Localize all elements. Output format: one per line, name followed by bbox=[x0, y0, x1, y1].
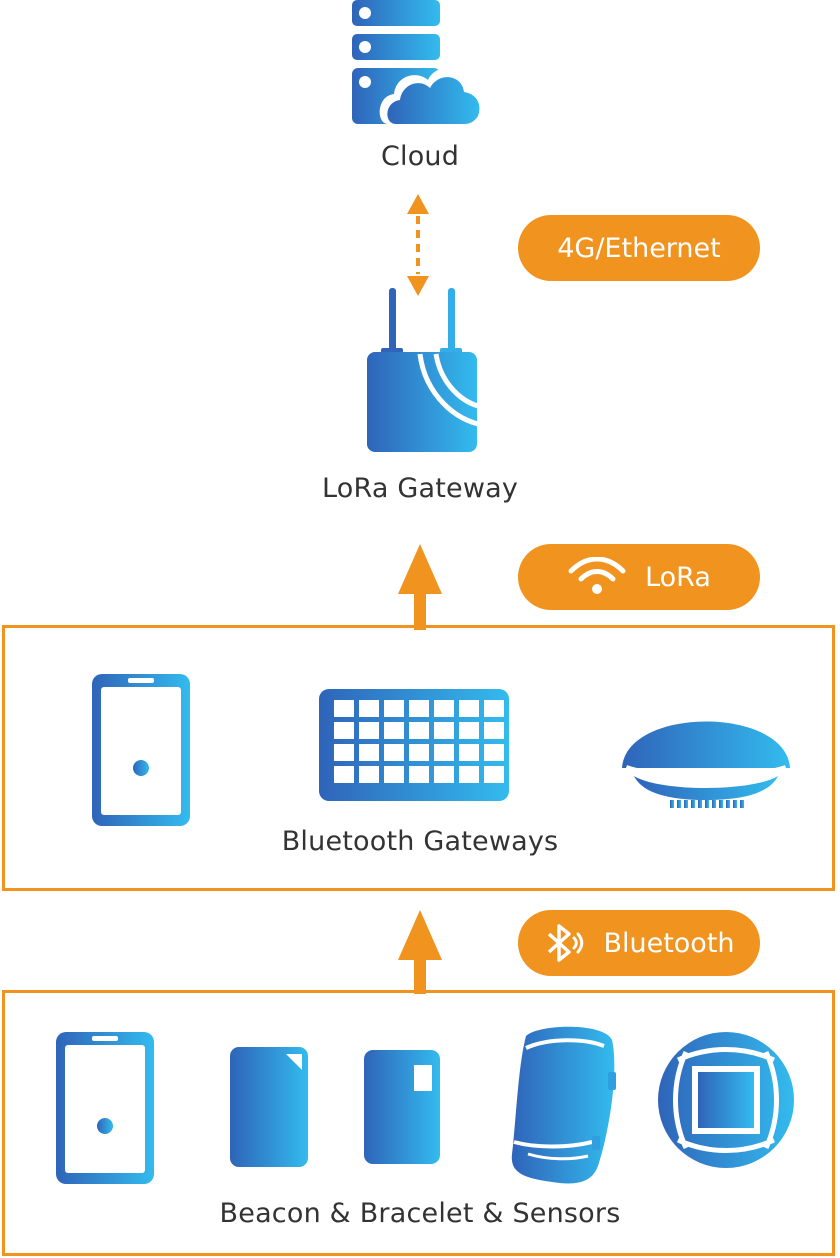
bluetooth-gateways-group bbox=[2, 625, 835, 891]
lora-badge: LoRa bbox=[518, 544, 760, 610]
devices-group bbox=[2, 990, 835, 1256]
dome-gateway-icon bbox=[620, 696, 792, 810]
bracelet-icon bbox=[508, 1026, 618, 1186]
bluetooth-link-label: Bluetooth bbox=[603, 927, 735, 959]
bluetooth-badge: Bluetooth bbox=[518, 910, 760, 976]
beacon-card-icon bbox=[228, 1046, 310, 1168]
device-phone-icon bbox=[54, 1030, 156, 1186]
lora-gateway-icon bbox=[362, 288, 482, 454]
cloud-label: Cloud bbox=[380, 141, 460, 172]
tag-sensor-icon bbox=[362, 1049, 442, 1165]
devices-label: Beacon & Bracelet & Sensors bbox=[219, 1198, 621, 1229]
bluetooth-gateways-label: Bluetooth Gateways bbox=[281, 826, 559, 857]
bluetooth-icon bbox=[543, 922, 585, 964]
keypad-gateway-icon bbox=[318, 688, 510, 802]
uplink-badge: 4G/Ethernet bbox=[518, 215, 760, 281]
up-arrow-lora bbox=[398, 544, 442, 630]
dashed-double-arrow bbox=[402, 194, 434, 296]
up-arrow-bluetooth bbox=[398, 910, 442, 994]
phone-icon bbox=[90, 672, 192, 828]
cloud-server-icon bbox=[350, 0, 490, 126]
uplink-label: 4G/Ethernet bbox=[557, 232, 721, 264]
lora-gateway-label: LoRa Gateway bbox=[321, 473, 519, 504]
lora-link-label: LoRa bbox=[645, 561, 711, 593]
wifi-icon bbox=[567, 557, 627, 597]
button-sensor-icon bbox=[656, 1030, 796, 1170]
